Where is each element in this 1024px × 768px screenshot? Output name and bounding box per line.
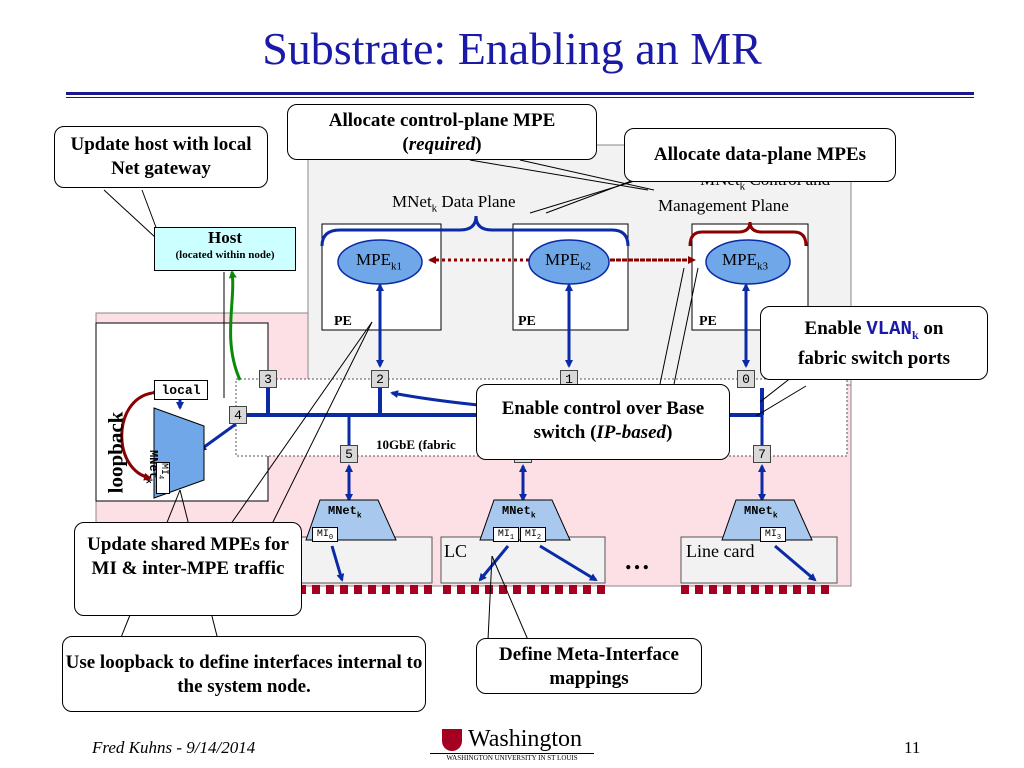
link-control-switch xyxy=(390,390,479,407)
control-plane-brace xyxy=(688,221,808,247)
shield-icon xyxy=(441,728,462,751)
link-mnet-port4 xyxy=(198,422,237,452)
callout-allocate-data: Allocate data-plane MPEs xyxy=(624,128,896,182)
mpe-k3 xyxy=(705,239,791,285)
data-plane-label: MNetk Data Plane xyxy=(392,192,516,215)
mi3-interface: MI3 xyxy=(760,527,786,542)
mnet-lc2-label: MNetk xyxy=(744,504,778,521)
pe-label-3: PE xyxy=(699,314,717,329)
link-mi1 xyxy=(478,545,510,582)
line-card-ports xyxy=(298,585,829,594)
callout-update-shared: Update shared MPEs for MI & inter-MPE tr… xyxy=(74,522,302,616)
port-3: 3 xyxy=(259,370,277,388)
pe-label-2: PE xyxy=(518,314,536,329)
host-link-arrow xyxy=(228,270,242,381)
ellipsis: … xyxy=(624,546,650,575)
fabric-label: 10GbE (fabric xyxy=(376,437,456,452)
port-5: 5 xyxy=(340,445,358,463)
host-box: Host (located within node) xyxy=(154,227,296,271)
host-sublabel: (located within node) xyxy=(175,249,275,261)
callout-enable-vlan: Enable VLANk on fabric switch ports xyxy=(760,306,988,380)
management-plane-label: Management Plane xyxy=(658,196,789,215)
title-rule-thin xyxy=(66,97,974,98)
line-card-label: Line card xyxy=(686,541,755,561)
local-interface: local xyxy=(154,380,208,400)
link-mi2 xyxy=(539,544,598,582)
lc-label: LC xyxy=(444,541,468,561)
mnet-lc1-label: MNetk xyxy=(502,504,536,521)
port-0: 0 xyxy=(737,370,755,388)
title-rule xyxy=(66,92,974,95)
footer-author: Fred Kuhns - 9/14/2014 xyxy=(92,738,256,757)
mpe-k1 xyxy=(337,239,423,285)
mpe-k1-label: MPEk1 xyxy=(356,250,402,273)
pe-label-1: PE xyxy=(334,314,352,329)
callout-allocate-control: Allocate control-plane MPE (required) xyxy=(287,104,597,160)
mpe-k2-label: MPEk2 xyxy=(545,250,591,273)
data-plane-brace xyxy=(320,215,630,247)
host-label: Host xyxy=(208,228,242,247)
mpe-k2 xyxy=(528,239,610,285)
page-number: 11 xyxy=(904,738,921,757)
port-7: 7 xyxy=(753,445,771,463)
callout-enable-control: Enable control over Base switch (IP-base… xyxy=(476,384,730,460)
callout-update-host: Update host with local Net gateway xyxy=(54,126,268,188)
mi4-interface: MI4 xyxy=(156,462,170,494)
mi0-interface: MI0 xyxy=(312,527,338,542)
line-card-1 xyxy=(440,536,606,584)
callout-define-meta: Define Meta-Interface mappings xyxy=(476,638,702,694)
mpe-k3-label: MPEk3 xyxy=(722,250,768,273)
loopback-label: loopback xyxy=(103,411,128,494)
link-mi0 xyxy=(330,545,345,582)
mnet-lc0-label: MNetk xyxy=(328,504,362,521)
callout-use-loopback: Use loopback to define interfaces intern… xyxy=(62,636,426,712)
callout-pointers xyxy=(103,159,807,641)
mnet-lc2 xyxy=(721,499,813,541)
mi1-interface: MI1 xyxy=(493,527,519,542)
link-mi3 xyxy=(774,544,817,582)
line-card-0 xyxy=(297,536,433,584)
university-logo: Washington WASHINGTON UNIVERSITY IN ST L… xyxy=(430,726,594,762)
port-4: 4 xyxy=(229,406,247,424)
loopback-arrow xyxy=(120,388,159,481)
slide-title: Substrate: Enabling an MR xyxy=(262,23,762,74)
mi2-interface: MI2 xyxy=(520,527,546,542)
port-2: 2 xyxy=(371,370,389,388)
